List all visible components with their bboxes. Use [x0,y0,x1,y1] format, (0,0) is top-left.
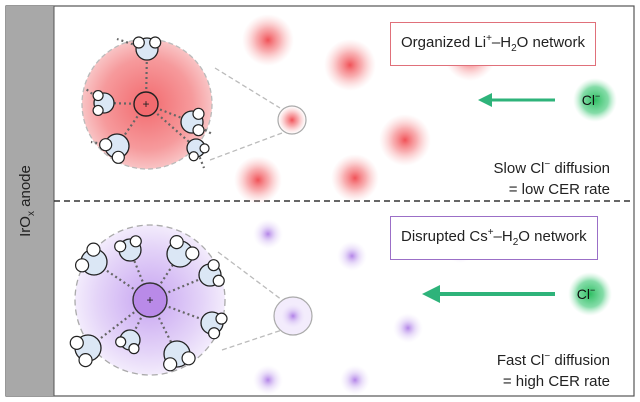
water-hydrogen [185,246,200,261]
water-hydrogen [92,104,104,117]
zoomed-li-spot [277,105,307,135]
cs-hydrated-clusters [253,219,475,395]
left-arrow-icon [422,285,555,303]
water-hydrogen [192,124,205,137]
cs-cation-symbol: + [146,293,153,307]
cs-blob [393,313,423,343]
li-network-label: Organized Li+–H2O network [390,22,597,66]
anode-label-container: IrOx anode [0,0,54,402]
water-hydrogen [215,312,228,325]
cs-network-label: Disrupted Cs+–H2O network [390,216,598,260]
hydrogen-bond [116,103,147,147]
water-hydrogen [181,351,196,366]
chloride-label-bottom: Cl− [577,285,596,302]
cs-blob [253,219,283,249]
li-cation [133,91,159,117]
chloride-anion-top [573,78,617,122]
water-hydrogen [188,151,199,162]
zoom-line [214,67,281,109]
slow-diffusion-text: Slow Cl− diffusion [493,159,610,177]
li-blob [324,39,376,91]
hydrogen-bond [128,249,152,301]
water-hydrogen [114,240,127,253]
water-hydrogen [92,89,104,102]
low-rate-text: = low CER rate [508,181,610,198]
anode-label: IrOx anode [17,165,38,237]
chloride-label-top: Cl− [582,91,601,108]
zoom-line [209,132,283,161]
li-water-shell [85,36,213,169]
zoom-line [221,329,283,351]
zoomed-cs-spot [281,304,305,328]
cs-cation [132,282,168,318]
water-hydrogen [69,335,84,350]
li-cation-symbol: + [142,97,149,111]
hydrogen-bond [194,147,206,169]
water-hydrogen [111,150,125,164]
fast-diffusion-note: Fast Cl− diffusion = high CER rate [497,346,610,392]
zoom-line [217,251,283,301]
hydrogen-bond [90,140,118,148]
water-hydrogen [132,36,145,49]
water-hydrogen [207,259,220,272]
water-hydrogen [192,107,205,120]
water-hydrogen [199,143,210,154]
water-hydrogen [86,242,101,257]
fast-diffusion-text: Fast Cl− diffusion [496,351,610,369]
water-hydrogen [207,327,221,340]
chloride-anion-bottom [568,272,612,316]
water-hydrogen [115,336,127,348]
water-hydrogen [163,357,178,372]
high-rate-text: = high CER rate [502,373,610,390]
water-hydrogen [149,36,162,49]
li-blob [242,14,294,66]
water-hydrogen [212,274,225,287]
li-blob [379,114,431,166]
anode-bar [6,6,54,396]
water-hydrogen [128,343,140,355]
water-hydrogen [78,353,93,368]
cs-blob [253,365,283,395]
li-blob [331,154,379,202]
water-hydrogen [169,235,184,250]
cs-blob [340,365,370,395]
cs-blob [337,241,367,271]
slow-diffusion-note: Slow Cl− diffusion = low CER rate [494,154,610,200]
water-hydrogen [129,235,142,248]
water-hydrogen [99,138,113,152]
li-blob [234,156,282,204]
left-arrow-icon [478,93,555,107]
water-hydrogen [75,258,90,273]
